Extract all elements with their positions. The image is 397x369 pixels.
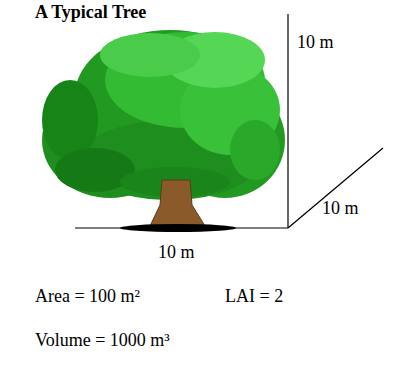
depth-dimension: 10 m [322,198,359,220]
lai-note: LAI = 2 [225,286,283,308]
depth-axis [288,148,383,228]
canopy-blob [42,80,98,160]
height-axis [287,14,288,228]
tree-canopy [42,30,285,200]
width-dimension: 10 m [158,242,195,264]
height-dimension: 10 m [297,32,334,54]
volume-note: Volume = 1000 m³ [35,330,170,352]
base-axis [75,227,288,228]
canopy-blob [230,120,280,180]
diagram-title: A Typical Tree [35,2,146,24]
canopy-blob [100,33,200,77]
area-note: Area = 100 m² [35,286,140,308]
tree-trunk [150,180,205,226]
